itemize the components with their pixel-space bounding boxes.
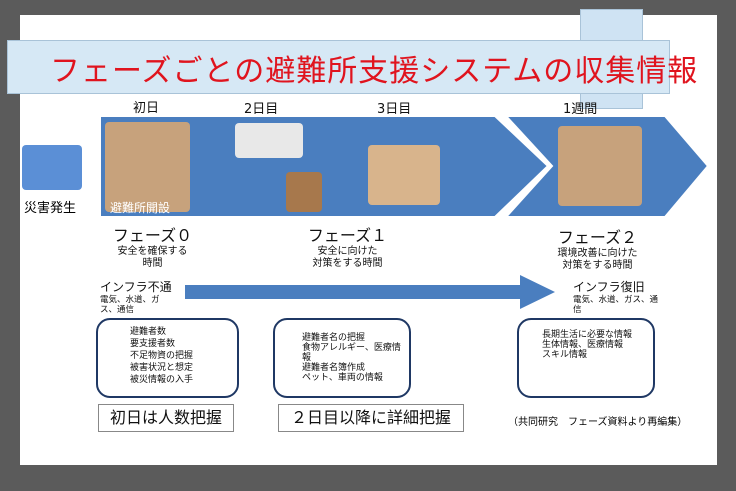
phase-0: フェーズ０ 安全を確保する 時間 xyxy=(105,222,200,270)
phase-2-name: フェーズ２ xyxy=(557,228,638,247)
phase-0-desc-1: 安全を確保する xyxy=(117,246,188,257)
infra-outage: インフラ不通 電気、水道、ガ ス、通信 xyxy=(100,278,172,315)
info-box-phase-1: 避難者名の把握 食物アレルギー、医療情報 避難者名簿作成 ペット、車両の情報 xyxy=(273,318,411,398)
info-item: 不足物資の把握 xyxy=(130,351,194,361)
phase-2-desc-1: 環境改善に向けた xyxy=(557,248,638,259)
phase-0-name: フェーズ０ xyxy=(112,226,193,245)
phase-1-name: フェーズ１ xyxy=(307,226,388,245)
evacuee-family-illustration xyxy=(105,122,190,212)
info-item: 生体情報、医療情報 xyxy=(542,340,624,350)
info-item: 避難者名簿作成 xyxy=(302,363,366,373)
info-item: ペット、車両の情報 xyxy=(302,373,383,383)
info-box-phase-2: 長期生活に必要な情報 生体情報、医療情報 スキル情報 xyxy=(517,318,655,398)
infra-outage-detail-2: ス、通信 xyxy=(100,305,135,315)
food-service-illustration xyxy=(368,145,440,205)
timeline-week-1: 1週間 xyxy=(563,102,598,117)
infra-outage-detail-1: 電気、水道、ガ xyxy=(100,295,160,305)
infra-restored: インフラ復旧 電気、水道、ガス、通 信 xyxy=(573,278,658,315)
infra-restored-detail-2: 信 xyxy=(573,305,582,315)
timeline-day-3: 3日目 xyxy=(377,102,412,117)
infra-restored-detail-1: 電気、水道、ガス、通 xyxy=(573,295,659,305)
info-item: 避難者数 xyxy=(130,327,167,337)
info-item: 避難者名の把握 xyxy=(302,333,366,343)
timeline-day-1: 初日 xyxy=(133,101,160,116)
evacuee-family-illustration-week xyxy=(558,126,642,206)
phase-1-desc-2: 対策をする時間 xyxy=(312,258,383,269)
info-item: 要支援者数 xyxy=(130,339,176,349)
title-banner xyxy=(7,40,670,94)
timeline-day-2: 2日目 xyxy=(244,102,279,117)
phase-1: フェーズ１ 安全に向けた 対策をする時間 xyxy=(300,222,395,270)
info-item: 被害状況と想定 xyxy=(130,363,194,373)
infra-arrow xyxy=(185,275,555,309)
info-item: 被災情報の入手 xyxy=(130,375,194,385)
summary-tag-day2: ２日目以降に詳細把握 xyxy=(278,404,464,432)
info-box-phase-0: 避難者数 要支援者数 不足物資の把握 被害状況と想定 被災情報の入手 xyxy=(96,318,239,398)
supply-box-illustration xyxy=(286,172,322,212)
source-note: （共同研究 フェーズ資料より再編集） xyxy=(508,417,688,428)
phase-2: フェーズ２ 環境改善に向けた 対策をする時間 xyxy=(550,224,645,272)
phase-0-desc-2: 時間 xyxy=(142,258,163,269)
shelter-open-label: 避難所開設 xyxy=(110,201,171,215)
disaster-house-illustration xyxy=(22,145,82,190)
infra-restored-title: インフラ復旧 xyxy=(573,280,645,294)
phase-1-desc-1: 安全に向けた xyxy=(317,246,378,257)
water-truck-illustration xyxy=(235,123,303,158)
info-item: スキル情報 xyxy=(542,350,588,360)
summary-tag-day1: 初日は人数把握 xyxy=(98,404,234,432)
slide-title: フェーズごとの避難所支援システムの収集情報 xyxy=(50,54,699,89)
phase-2-desc-2: 対策をする時間 xyxy=(562,260,633,271)
info-item: 食物アレルギー、医療情報 xyxy=(302,343,401,363)
infra-outage-title: インフラ不通 xyxy=(100,280,172,294)
info-item: 長期生活に必要な情報 xyxy=(542,330,633,340)
disaster-label: 災害発生 xyxy=(24,201,77,216)
